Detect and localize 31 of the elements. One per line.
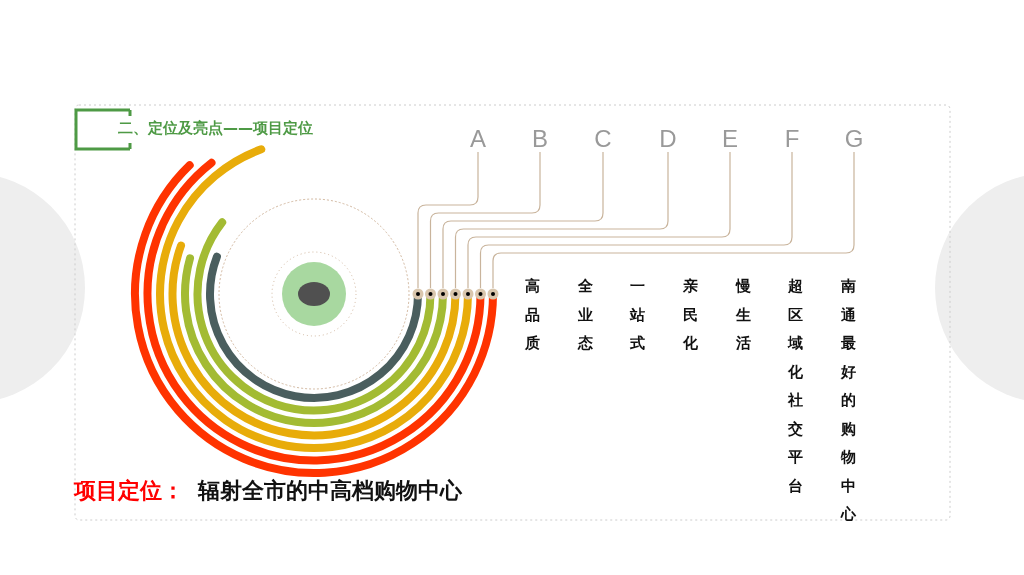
positioning-label: 项目定位： <box>74 477 184 505</box>
item-letter: G <box>844 127 864 151</box>
leader-line <box>442 151 604 289</box>
item-letter: A <box>468 127 488 151</box>
vertical-feature-text: 慢生活 <box>735 276 751 354</box>
item-letter: F <box>782 127 802 151</box>
arc-end-dot <box>450 288 461 300</box>
slide-title: 二、定位及亮点——项目定位 <box>118 119 313 138</box>
arc-end-dot <box>487 288 499 300</box>
leader-line <box>417 151 479 289</box>
vertical-feature-text: 南通最好的购物中心 <box>840 276 856 525</box>
leader-line <box>429 151 541 289</box>
leader-line <box>492 151 855 289</box>
item-letter: B <box>530 127 550 151</box>
arc-end-dot <box>462 288 474 300</box>
leader-line <box>479 151 793 289</box>
arc-end-dot <box>412 288 424 300</box>
vertical-feature-text: 全业态 <box>577 276 593 354</box>
vertical-feature-text: 超区域化社交平台 <box>787 276 803 497</box>
vertical-feature-text: 高品质 <box>524 276 540 354</box>
item-letter: C <box>593 127 613 151</box>
positioning-statement: 辐射全市的中高档购物中心 <box>198 477 462 505</box>
vertical-feature-text: 亲民化 <box>682 276 698 354</box>
item-letter: D <box>658 127 678 151</box>
leader-line <box>467 151 731 289</box>
vertical-feature-text: 一站式 <box>629 276 645 354</box>
arc-end-dot <box>437 288 449 300</box>
leader-line <box>454 151 669 289</box>
arc-end-dot <box>425 288 436 300</box>
arc-end-dot <box>475 288 486 300</box>
item-letter: E <box>720 127 740 151</box>
